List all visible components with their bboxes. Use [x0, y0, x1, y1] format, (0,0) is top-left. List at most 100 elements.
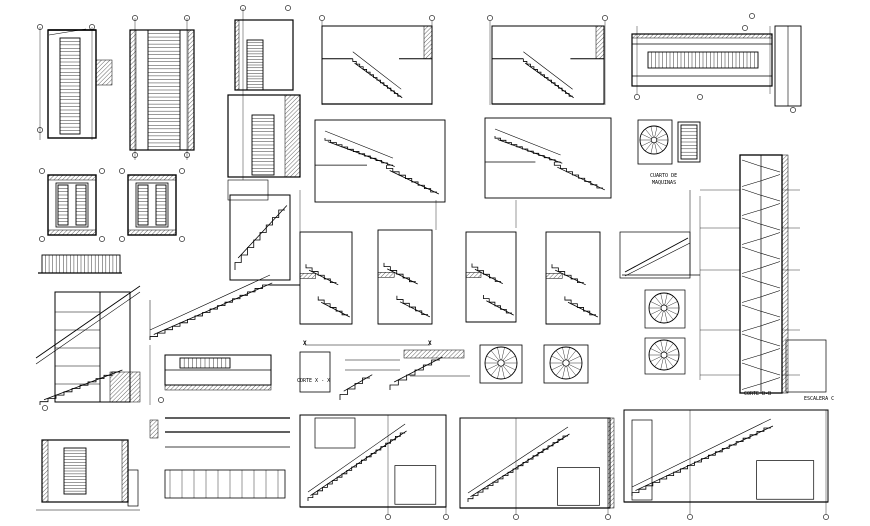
handrail	[352, 51, 402, 90]
hatched-wall	[187, 29, 195, 151]
hatched-wall	[465, 272, 482, 278]
stair-section-profile	[471, 263, 501, 282]
grid-bubble-icon	[697, 94, 703, 100]
spiral-frame	[479, 344, 523, 384]
label-box	[227, 179, 269, 201]
spiral-tread	[665, 357, 674, 367]
spiral-tread	[741, 275, 781, 289]
spiral-tread	[741, 188, 781, 202]
section-x-right: X	[428, 340, 432, 347]
column-detail	[127, 469, 139, 507]
stair-well	[55, 182, 89, 228]
spiral-tread	[486, 355, 499, 362]
handrail	[523, 51, 573, 90]
stair-soffit	[497, 139, 563, 164]
small-steps	[339, 377, 370, 400]
stair-section-profile	[307, 432, 406, 501]
hatched-wall	[234, 19, 240, 91]
spiral-tread	[654, 343, 663, 353]
column-detail	[631, 419, 653, 501]
door-opening	[557, 467, 600, 506]
grid-bubble-icon	[429, 15, 435, 21]
spiral-tread	[665, 296, 674, 306]
spiral-tread	[741, 290, 781, 303]
stair-soffit	[399, 301, 431, 318]
stair-soffit	[310, 430, 407, 496]
grid-bubble-icon	[99, 236, 105, 242]
spiral-tread	[654, 357, 663, 367]
spiral-tread	[566, 366, 570, 379]
stair-section-profile	[386, 165, 437, 193]
grid-bubble-icon	[634, 94, 640, 100]
stair-soffit	[635, 425, 774, 491]
spiral-tread	[656, 133, 667, 139]
spiral-tread	[741, 159, 781, 173]
handrail	[149, 274, 271, 331]
stair-section-profile	[522, 58, 573, 97]
exterior-steps	[39, 371, 120, 405]
spiral-tread	[650, 301, 662, 307]
hatched-wall	[607, 417, 615, 509]
stair-section-profile	[551, 264, 584, 284]
hatched-wall	[595, 25, 605, 60]
hatched-wall	[403, 349, 465, 359]
spiral-tread	[641, 133, 652, 139]
grid-bubble-icon	[99, 168, 105, 174]
stair-section-profile	[553, 162, 603, 189]
corte-xx-label: CORTE X - X	[297, 378, 330, 384]
spiral-tread	[501, 366, 505, 379]
spiral-tread	[666, 301, 678, 307]
stair-plan-small	[677, 121, 701, 163]
spiral-tread	[741, 232, 781, 245]
ramp-slope	[35, 291, 141, 365]
spiral-tread	[497, 366, 501, 379]
handrail	[494, 128, 561, 156]
stair-section-profile	[564, 296, 596, 316]
stair-soffit	[567, 301, 599, 318]
spiral-frame	[644, 337, 686, 375]
grid-bubble-icon	[37, 127, 43, 133]
spiral-tread	[567, 350, 577, 361]
stair-soffit	[524, 62, 574, 99]
spiral-tread	[650, 142, 654, 154]
spiral-tread	[501, 347, 505, 360]
spiral-tread	[502, 365, 512, 376]
spiral-tread	[666, 356, 678, 362]
spiral-tread	[664, 293, 668, 306]
grid-bubble-icon	[119, 168, 125, 174]
grid-bubble-icon	[513, 514, 519, 520]
stair-soffit	[555, 269, 586, 286]
stair-section-profile	[324, 138, 393, 166]
stair-section-profile	[483, 295, 512, 314]
spiral-tread	[741, 174, 781, 187]
spiral-tread	[650, 126, 654, 138]
spiral-tread	[741, 246, 781, 260]
window-opening	[314, 417, 356, 449]
spiral-tread	[566, 347, 570, 360]
spiral-tread	[645, 142, 653, 152]
ramp-slope	[35, 285, 141, 359]
stair-soffit	[43, 369, 123, 401]
long-stair-profile	[149, 284, 270, 340]
spiral-tread	[551, 355, 564, 362]
hatched-wall	[109, 371, 141, 403]
drawing-linework	[35, 5, 829, 520]
grid-bubble-icon	[487, 15, 493, 21]
spiral-tread	[650, 348, 662, 354]
room-box	[785, 339, 827, 393]
hatched-wall	[95, 59, 113, 86]
grid-bubble-icon	[605, 514, 611, 520]
column-detail	[299, 351, 331, 393]
spiral-tread	[654, 296, 663, 306]
spiral-tread	[650, 356, 662, 362]
grid-bubble-icon	[790, 107, 796, 113]
stair-soffit	[557, 166, 605, 191]
spiral-tread	[665, 343, 674, 353]
grid-bubble-icon	[823, 514, 829, 520]
spiral-tread	[664, 357, 668, 370]
spiral-tread	[660, 310, 664, 323]
hatched-wall	[47, 174, 97, 181]
stair-soffit	[354, 62, 403, 99]
handrail	[324, 130, 394, 159]
hatched-wall	[121, 439, 129, 503]
